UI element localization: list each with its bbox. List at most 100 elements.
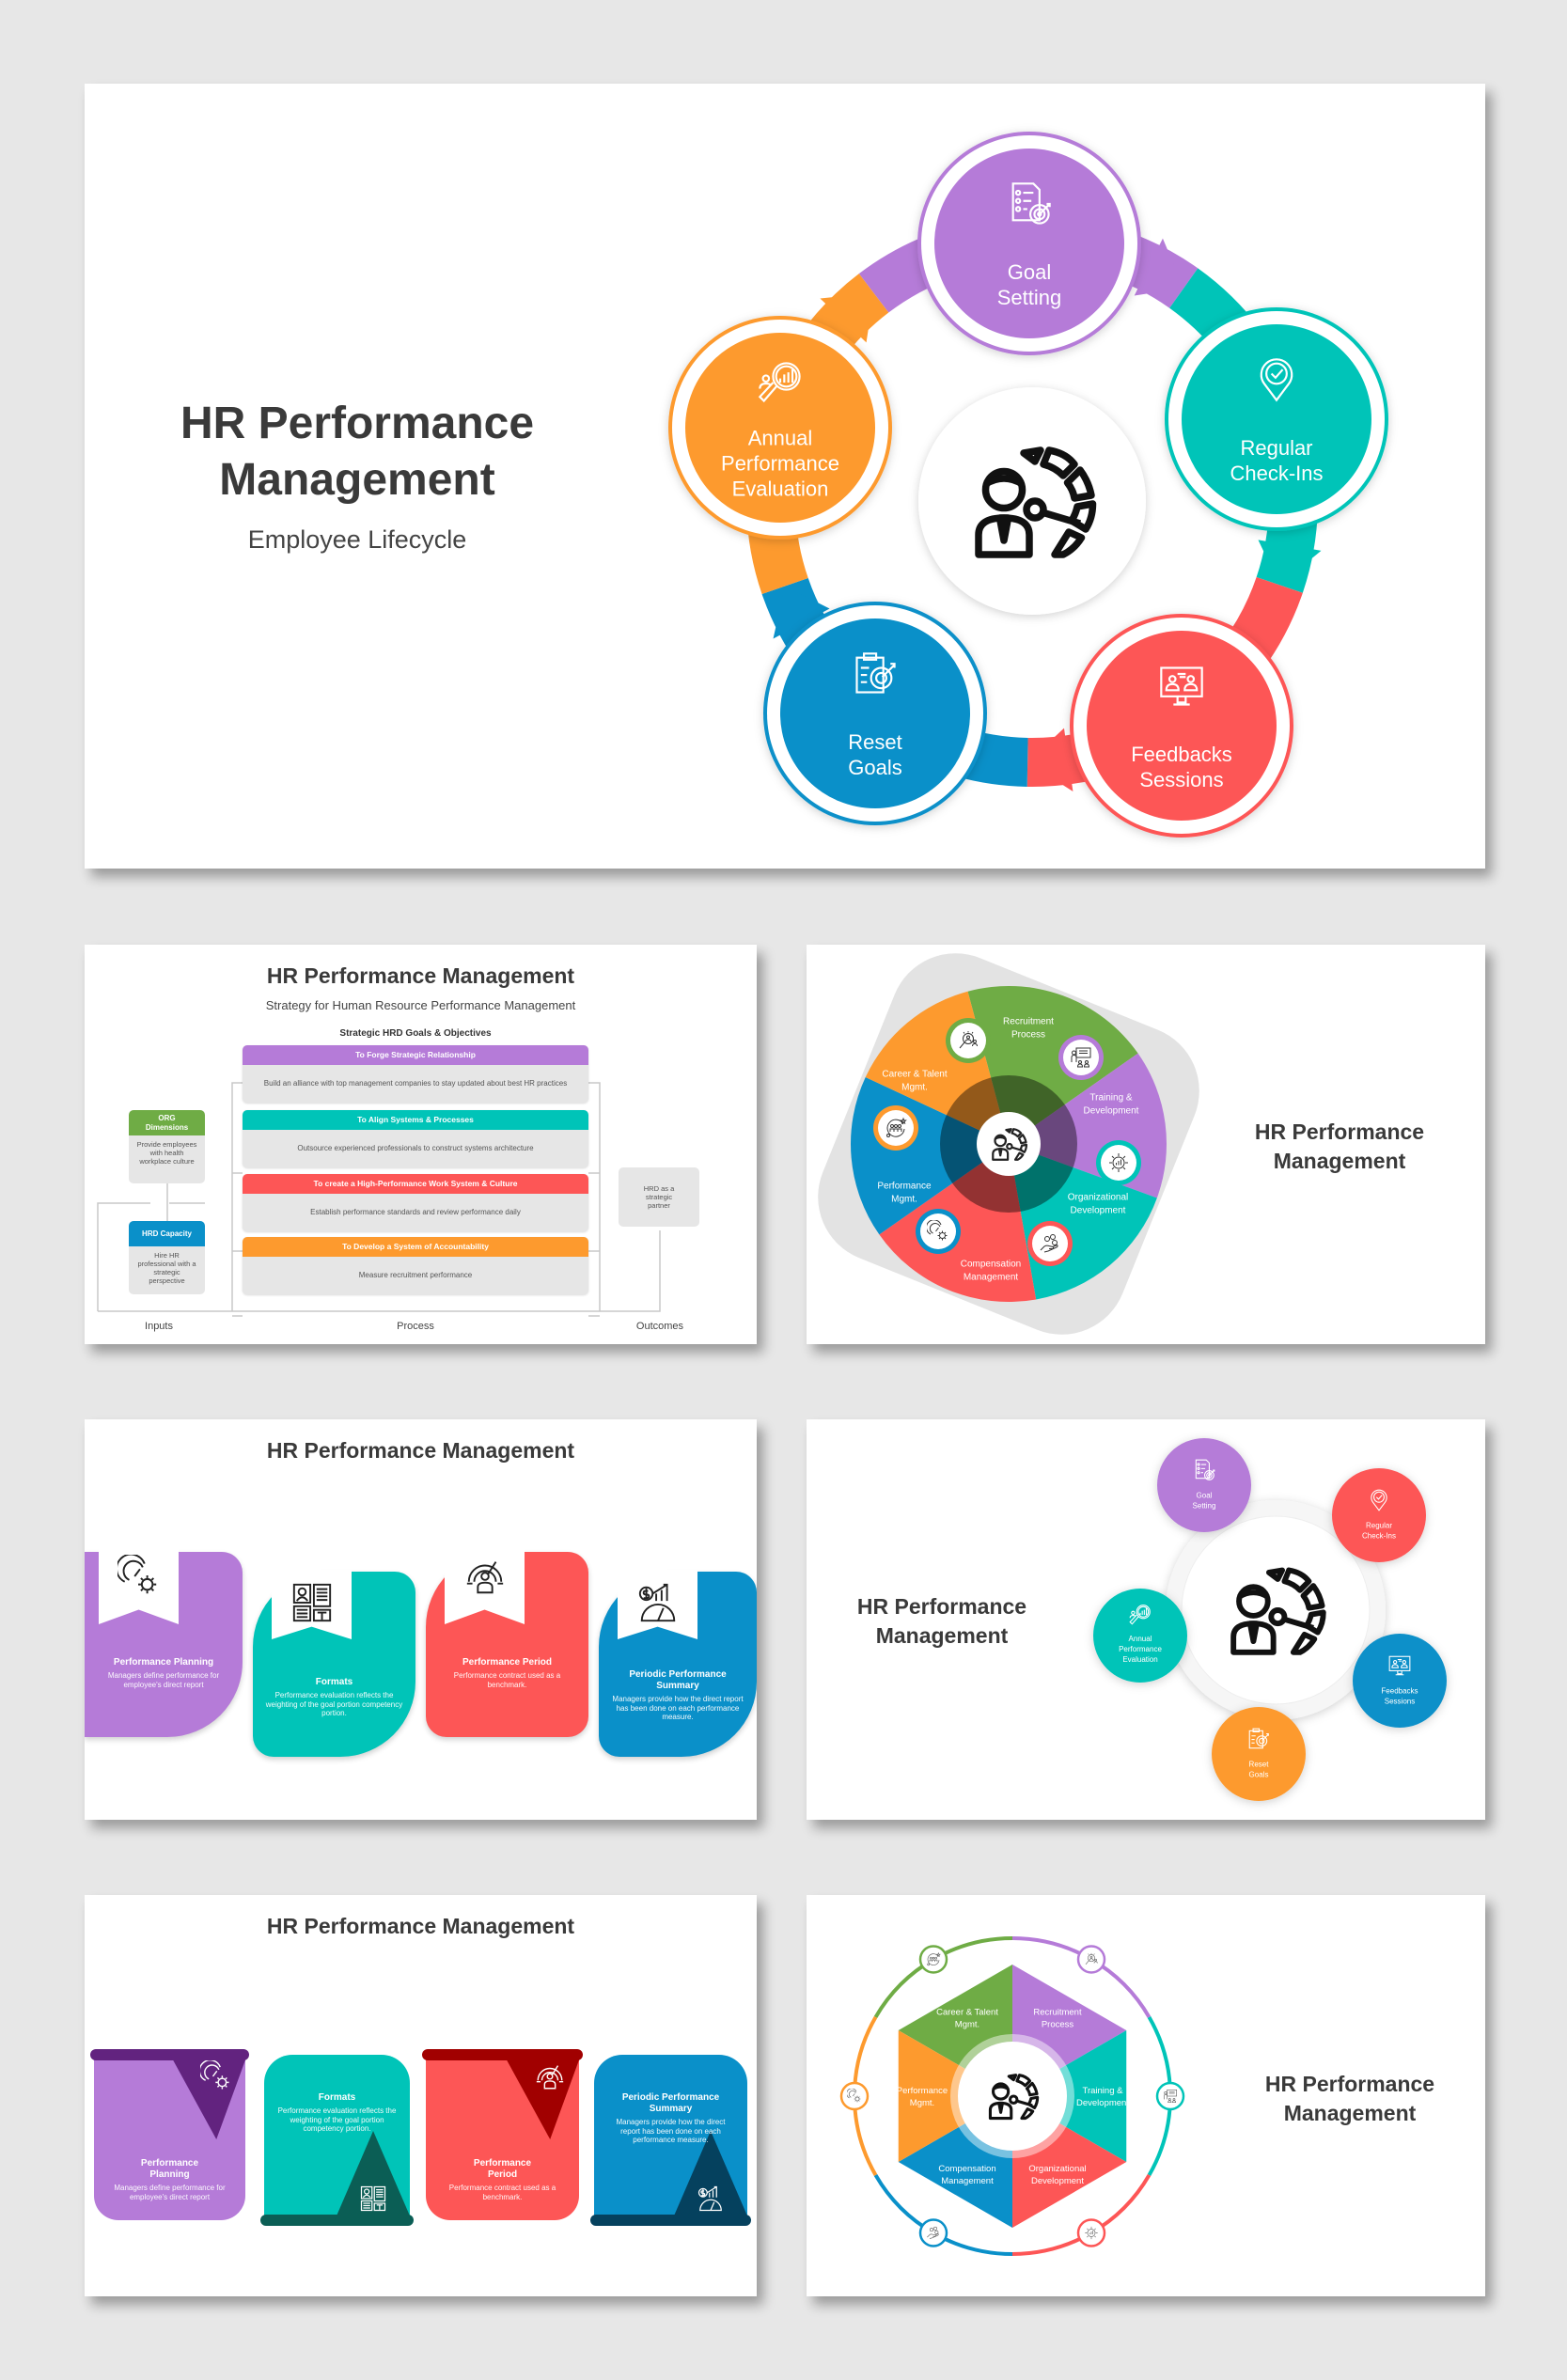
label-line: Organizational (1068, 1193, 1128, 1203)
label-line: Compensation (938, 2164, 995, 2174)
label-line: Sessions (1139, 768, 1223, 791)
label-line: Development (1031, 2176, 1084, 2186)
title-line: HR Performance (180, 399, 535, 448)
label-line: Check-Ins (1362, 1531, 1396, 1540)
label-line: Recruitment (1033, 2008, 1082, 2018)
label-line: Reset (1249, 1760, 1270, 1768)
cycle-arrow (1134, 238, 1184, 296)
goal-body: Establish performance standards and revi… (310, 1208, 521, 1216)
ring-icon-badge (1076, 1945, 1106, 1974)
person-gauge-icon (536, 2064, 564, 2090)
title-line: Management (1283, 2101, 1417, 2125)
title-line: HR Performance (1264, 2072, 1435, 2096)
card-text: Managers define performance for employee… (107, 1671, 220, 1689)
ring-icon-badge (918, 1945, 948, 1974)
gear-chart-icon (1108, 1152, 1129, 1173)
label-line: Process (1042, 2020, 1074, 2030)
card-text: Managers provide how the direct report h… (616, 2118, 726, 2144)
label-line: Organizational (1028, 2164, 1086, 2174)
goal-header: To Forge Strategic Relationship (243, 1045, 588, 1065)
card-heading-line: Summary (649, 2104, 693, 2114)
segment-label: Training &Development (1084, 1093, 1139, 1117)
label-line: Goals (848, 756, 901, 779)
label-line: Performance (721, 452, 839, 476)
cycle-arrow (1258, 540, 1322, 586)
label-line: Management (941, 2176, 994, 2186)
label-line: Goal (1197, 1491, 1213, 1499)
slide-hrd-strategy[interactable]: HR Performance Management Strategy for H… (85, 945, 757, 1344)
label-line: Process (1011, 1030, 1045, 1041)
label-line: Development (1071, 1206, 1126, 1216)
outcome-box: HRD as a strategic partner (619, 1167, 699, 1227)
title-line: HR Performance (856, 1594, 1027, 1619)
label-line: Regular (1240, 436, 1312, 460)
wheel-segment[interactable] (967, 986, 1138, 1144)
ring-icon-badge (839, 2081, 870, 2111)
label-line: Development (1076, 2098, 1129, 2108)
slide4-title: HR Performance Management (266, 1438, 575, 1463)
hexagon-segment[interactable] (898, 2030, 1012, 2162)
label-line: Reset (848, 730, 901, 754)
label-line: Performance (1119, 1645, 1162, 1653)
slide2-subtitle: Strategy for Human Resource Performance … (265, 998, 576, 1012)
slide5-title: HR Performance Management (829, 1592, 1055, 1651)
label-line: Annual (1129, 1635, 1152, 1643)
input-header: ORG Dimensions (129, 1110, 205, 1135)
goal-header: To Develop a System of Accountability (243, 1237, 588, 1257)
label-line: Regular (1366, 1521, 1392, 1529)
slide-employee-lifecycle[interactable]: HR Performance Management Employee Lifec… (85, 84, 1485, 869)
label-line: Evaluation (1122, 1655, 1157, 1664)
label-line: Management (964, 1273, 1019, 1283)
card-text: Performance evaluation reflects the weig… (277, 2106, 397, 2133)
slide6-title: HR Performance Management (266, 1914, 575, 1938)
title-line: Management (1273, 1149, 1406, 1173)
label-line: Mgmt. (910, 2098, 934, 2108)
slide-performance-cards[interactable]: HR Performance Management Performance Pl… (85, 1419, 757, 1820)
goal-box: To create a High-Performance Work System… (243, 1174, 588, 1231)
label-line: Development (1084, 1106, 1139, 1117)
label-line: Performance (877, 1182, 932, 1192)
card-heading: Periodic Performance Summary (629, 1669, 727, 1691)
label-line: Performance (897, 2086, 948, 2096)
cycle-arrow (773, 586, 830, 639)
hexagon-segment[interactable] (1012, 2030, 1127, 2162)
goal-body: Measure recruitment performance (358, 1271, 473, 1279)
label-line: Setting (997, 286, 1062, 309)
label-line: Feedbacks (1381, 1686, 1418, 1695)
